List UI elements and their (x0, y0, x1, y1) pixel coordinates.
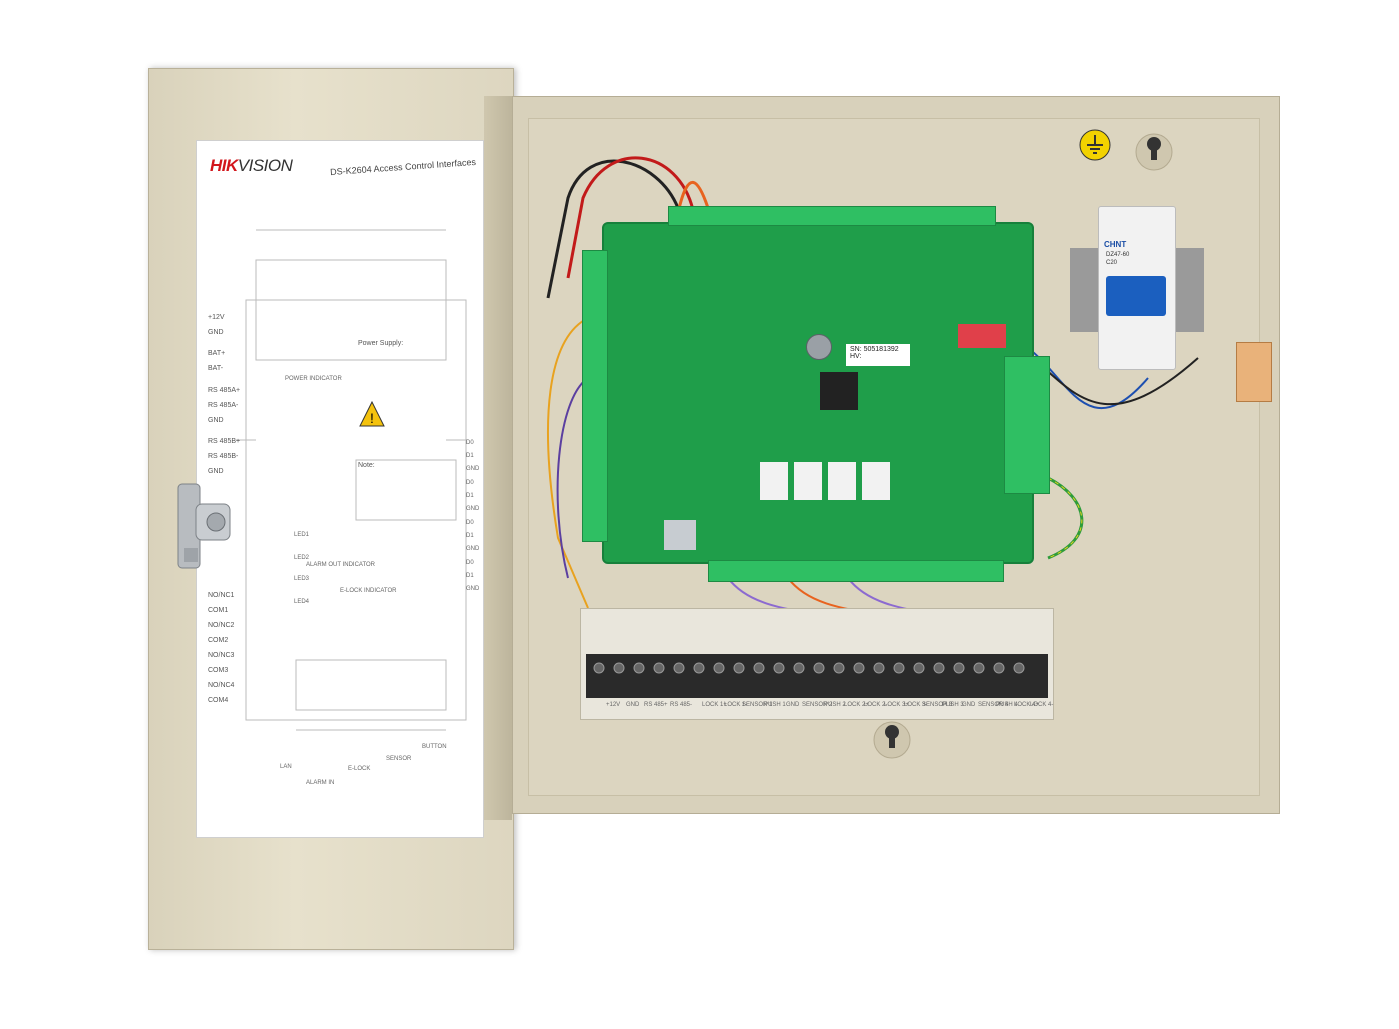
terminal-label: PUSH 3 (942, 702, 964, 708)
terminal-label: PUSH 2 (824, 702, 846, 708)
right-label: GND (466, 586, 480, 592)
bottom-label: LAN (280, 764, 292, 770)
terminal-label: SENSOR 4 (978, 702, 1009, 708)
bottom-label: BUTTON (422, 744, 447, 750)
terminal-label: LOCK 3- (904, 702, 928, 708)
terminal-label: LOCK 1+ (702, 702, 727, 708)
terminal-label: SENSOR 1 (742, 702, 773, 708)
right-label: D0 (466, 520, 474, 526)
left-label: COM3 (208, 667, 229, 674)
diagram-lines: ! (236, 229, 467, 731)
mounting-hole-icon (1135, 133, 1173, 171)
wiring-diagram-sheet (196, 140, 484, 838)
bottom-terminal-row (708, 560, 1004, 582)
terminal-label: RS 485+ (644, 702, 668, 708)
power-indicator-label: POWER INDICATOR (285, 376, 342, 382)
svg-text:!: ! (370, 410, 374, 426)
power-connector (1236, 342, 1272, 402)
hardware-version: HV: (850, 353, 862, 360)
note-title: Note: (358, 462, 375, 469)
terminal-label: GND (626, 702, 640, 708)
led-label: LED2 (294, 555, 310, 561)
right-label: D0 (466, 480, 474, 486)
left-label: NO/NC4 (208, 682, 235, 689)
door-edge (484, 96, 512, 820)
terminal-label: LOCK 2- (864, 702, 888, 708)
terminal-screws (593, 662, 1025, 674)
bottom-label: SENSOR (386, 756, 412, 762)
alarm-out-indicator-label: ALARM OUT INDICATOR (306, 562, 376, 568)
processor-chip (820, 372, 858, 410)
right-label: D1 (466, 453, 474, 459)
left-label: GND (208, 468, 224, 475)
bottom-label: ALARM IN (306, 780, 335, 786)
right-label: D1 (466, 533, 474, 539)
left-label: BAT- (208, 365, 224, 372)
left-label: NO/NC1 (208, 592, 235, 599)
terminal-label: SENSOR 3 (922, 702, 953, 708)
serial-label: SN: 505181392 HV: (846, 344, 910, 366)
led-label: LED4 (294, 599, 310, 605)
right-label: GND (466, 466, 480, 472)
breaker-toggle[interactable] (1106, 276, 1166, 316)
left-label: RS 485A+ (208, 387, 241, 394)
left-label: +12V (208, 314, 225, 321)
terminal-label: LOCK 3+ (884, 702, 909, 708)
breaker-model: DZ47-60 (1106, 252, 1130, 258)
terminal-label: PUSH 1 (764, 702, 786, 708)
controller-board (602, 222, 1034, 564)
mounting-hole-icon (873, 721, 911, 759)
terminal-label-row: +12V GND RS 485+ RS 485- LOCK 1+ LOCK 1-… (586, 700, 1053, 714)
left-terminal-column (582, 250, 608, 542)
screw-terminal-strip (586, 654, 1048, 698)
lock-indicator-label: E-LOCK INDICATOR (340, 588, 397, 594)
ground-symbol-icon (1079, 129, 1111, 161)
left-label: NO/NC2 (208, 622, 235, 629)
terminal-label: LOCK 2+ (844, 702, 869, 708)
right-label: D0 (466, 440, 474, 446)
power-supply-title: Power Supply: (358, 340, 404, 347)
right-label: D1 (466, 493, 474, 499)
terminal-label: SENSOR 2 (802, 702, 833, 708)
door-latch-icon[interactable] (176, 474, 236, 578)
serial-number: SN: 505181392 (850, 346, 899, 353)
left-label: RS 485A- (208, 402, 239, 409)
right-label: D1 (466, 573, 474, 579)
terminal-label: RS 485- (670, 702, 693, 708)
left-label: RS 485B+ (208, 438, 241, 445)
terminal-label: GND (962, 702, 976, 708)
terminal-label: GND (786, 702, 800, 708)
warning-icon (359, 400, 385, 427)
right-label: GND (466, 506, 480, 512)
led-label: LED3 (294, 576, 310, 582)
left-label: GND (208, 417, 224, 424)
breaker-brand: CHNT (1104, 240, 1127, 249)
terminal-label: LOCK 4- (1030, 702, 1054, 708)
terminal-label: +12V (606, 702, 621, 708)
relay-bank (760, 462, 890, 500)
left-label: RS 485B- (208, 453, 239, 460)
left-label: COM1 (208, 607, 229, 614)
terminal-label: LOCK 4+ (1014, 702, 1039, 708)
left-label: COM2 (208, 637, 229, 644)
led-label: LED1 (294, 532, 310, 538)
left-label: COM4 (208, 697, 229, 704)
left-label: NO/NC3 (208, 652, 235, 659)
lan-port[interactable] (664, 520, 696, 550)
dip-switch[interactable] (958, 324, 1006, 348)
top-terminal-row (668, 206, 996, 226)
right-label: D0 (466, 560, 474, 566)
bottom-label: E-LOCK (348, 766, 371, 772)
left-label: BAT+ (208, 350, 226, 357)
terminal-label: PUSH 4 (996, 702, 1018, 708)
wiring (546, 156, 1199, 629)
coin-battery (806, 334, 832, 360)
breaker-rating: C20 (1106, 260, 1118, 266)
brand-logo: HIKVISION (210, 156, 293, 175)
left-label: GND (208, 329, 224, 336)
terminal-label: LOCK 1- (724, 702, 748, 708)
right-label: GND (466, 546, 480, 552)
right-terminal-column (1004, 356, 1050, 494)
